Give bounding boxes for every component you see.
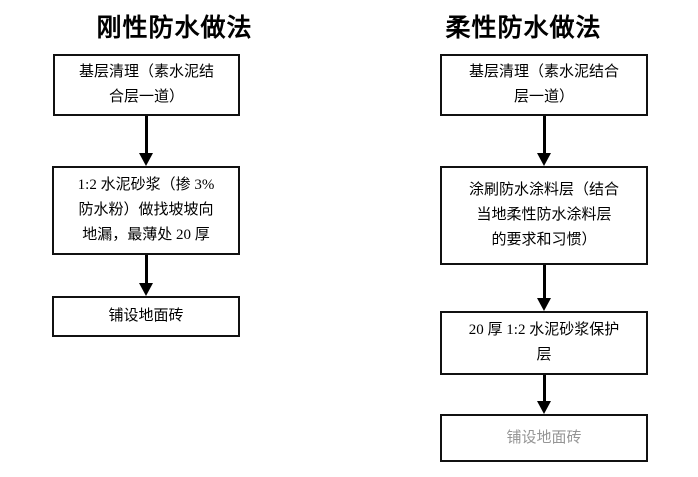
- arrow-head-down-icon: [139, 153, 153, 166]
- flow-column-rigid: 刚性防水做法 基层清理（素水泥结 合层一道） 1:2 水泥砂浆（掺 3% 防水粉…: [52, 15, 253, 337]
- flow-node-flex-4: 铺设地面砖: [440, 414, 648, 462]
- arrow-shaft: [144, 255, 148, 284]
- arrow-shaft: [542, 265, 546, 299]
- flow-arrow-rigid-1-to-2: [138, 116, 154, 166]
- flow-node-flex-1: 基层清理（素水泥结合 层一道）: [440, 54, 648, 116]
- flow-arrow-rigid-2-to-3: [138, 255, 154, 296]
- flow-node-flex-2-label: 涂刷防水涂料层（结合 当地柔性防水涂料层 的要求和习惯）: [468, 182, 619, 248]
- flow-node-rigid-3: 铺设地面砖: [52, 296, 240, 337]
- flow-node-flex-3: 20 厚 1:2 水泥砂浆保护 层: [440, 311, 648, 375]
- flow-node-flex-2: 涂刷防水涂料层（结合 当地柔性防水涂料层 的要求和习惯）: [440, 166, 648, 265]
- arrow-shaft: [542, 375, 546, 402]
- flow-node-rigid-1: 基层清理（素水泥结 合层一道）: [53, 54, 240, 116]
- flow-node-flex-4-label: 铺设地面砖: [506, 429, 582, 446]
- flow-node-rigid-2: 1:2 水泥砂浆（掺 3% 防水粉）做找坡坡向 地漏，最薄处 20 厚: [52, 166, 240, 255]
- flow-node-rigid-1-label: 基层清理（素水泥结 合层一道）: [78, 64, 214, 105]
- arrow-head-down-icon: [537, 401, 551, 414]
- flow-arrow-flex-1-to-2: [536, 116, 552, 166]
- flow-node-flex-3-label: 20 厚 1:2 水泥砂浆保护 层: [468, 322, 620, 363]
- arrow-head-down-icon: [537, 298, 551, 311]
- flow-node-flex-1-label: 基层清理（素水泥结合 层一道）: [468, 64, 619, 105]
- flow-title-rigid: 刚性防水做法: [96, 15, 253, 42]
- arrow-shaft: [542, 116, 546, 154]
- arrow-head-down-icon: [139, 283, 153, 296]
- flow-arrow-flex-3-to-4: [536, 375, 552, 414]
- flow-node-rigid-3-label: 铺设地面砖: [108, 308, 184, 324]
- flow-arrow-flex-2-to-3: [536, 265, 552, 311]
- flow-title-flexible: 柔性防水做法: [445, 15, 602, 42]
- arrow-head-down-icon: [537, 153, 551, 166]
- arrow-shaft: [144, 116, 148, 154]
- flow-node-rigid-2-label: 1:2 水泥砂浆（掺 3% 防水粉）做找坡坡向 地漏，最薄处 20 厚: [77, 177, 215, 243]
- flow-column-flexible: 柔性防水做法 基层清理（素水泥结合 层一道） 涂刷防水涂料层（结合 当地柔性防水…: [349, 0, 698, 477]
